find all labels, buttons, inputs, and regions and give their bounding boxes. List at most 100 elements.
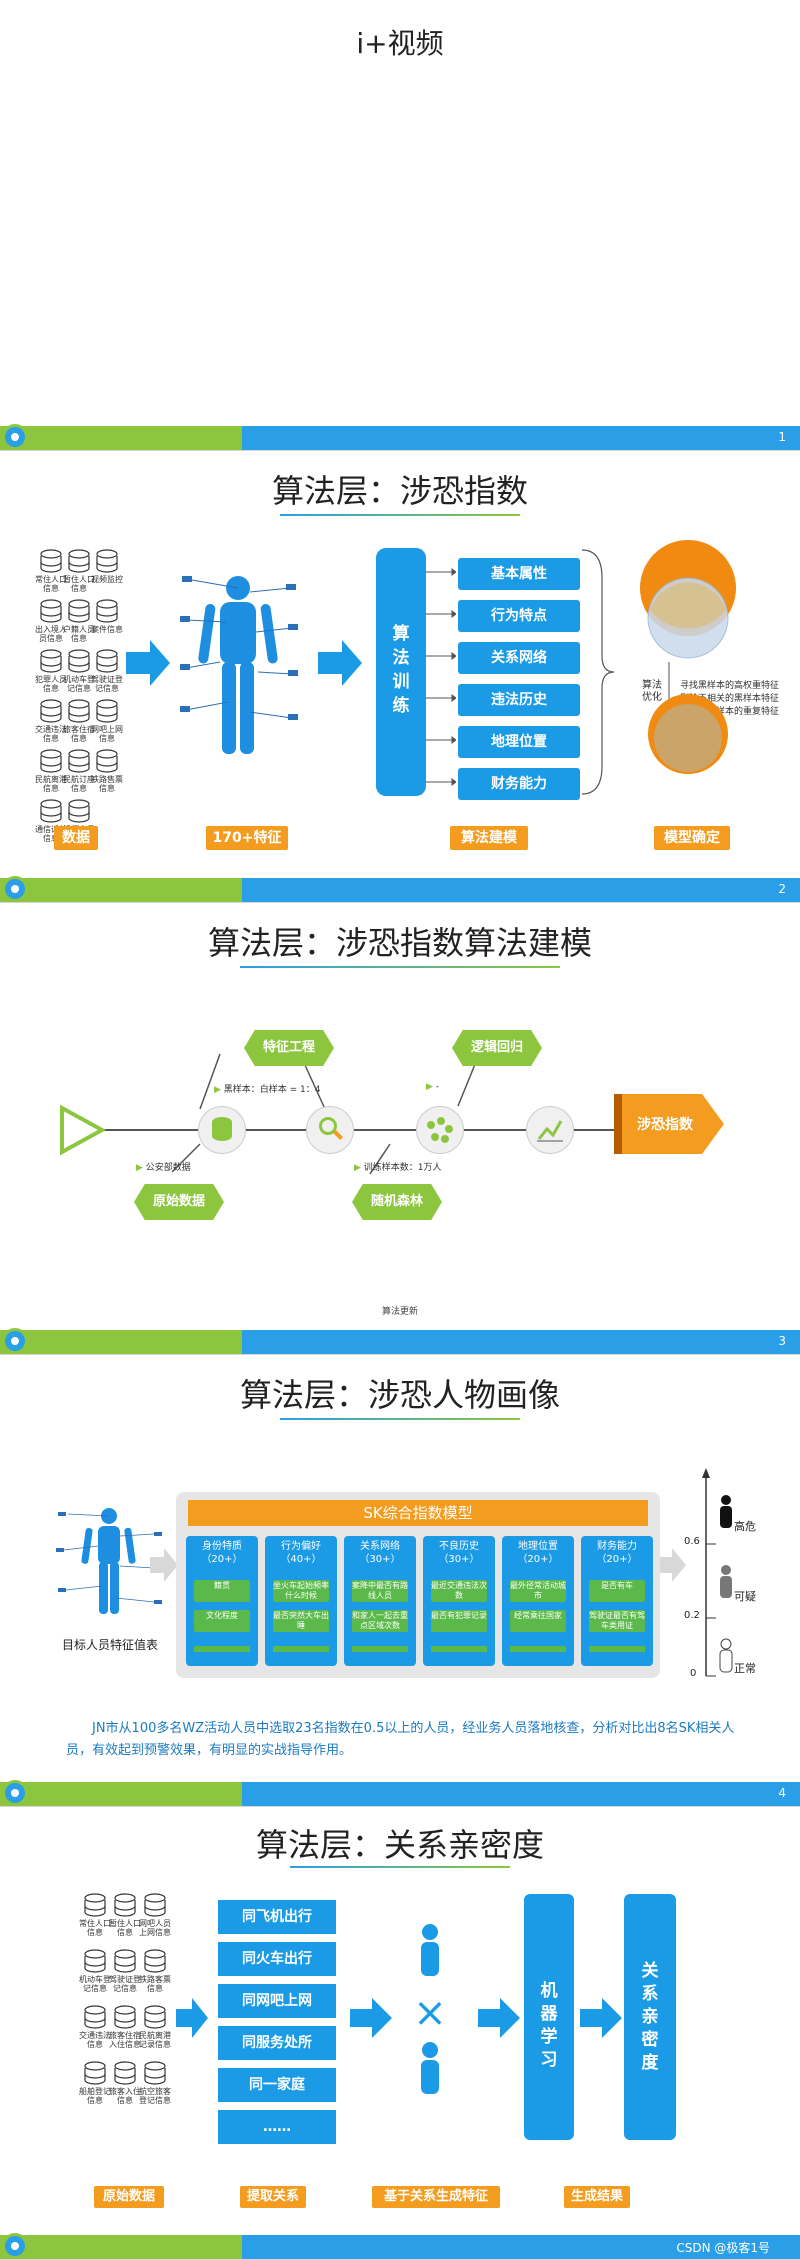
algorithm-training-bar: 算法训练 [376,548,426,796]
database-icon [68,598,90,624]
database-label: 船舶登记信息 [79,2087,111,2105]
connector-lines [426,568,456,786]
database-icon [68,698,90,724]
bottom-tag: 数据 [54,826,98,850]
model-panel: SK综合指数模型 身份特质（20+）籍贯文化程度行为偏好（40+）坐火车起始频率… [176,1492,660,1678]
model-column: 关系网络（30+）案降中最否有路线人员和家人一起去重点区域次数 [344,1536,416,1666]
bracket-icon [581,549,615,795]
result-arrow: 涉恐指数 [614,1094,724,1154]
optimize-text: 寻找黑样本的高权重特征剔除不相关的黑样本特征剔除黑白样本的重复特征 [680,680,798,719]
arrow-right-icon [658,1548,686,1582]
database-icon [84,2060,106,2086]
database-icon [84,1948,106,1974]
relation-box: 同一家庭 [218,2068,336,2102]
column-item: 文化程度 [194,1610,250,1632]
note-dash: ▶ - [426,1082,440,1092]
database-label: 航空旅客登记信息 [139,2087,171,2105]
slide-footer: CSDN @极客1号 [0,2233,800,2259]
level-normal: 正常 [734,1662,756,1675]
database-icon [68,748,90,774]
database-icon [40,548,62,574]
database-icon [96,698,118,724]
normal-person-icon [719,1638,733,1673]
slide-footer: 1 [0,424,800,450]
hex-random-forest: 随机森林 [352,1184,442,1220]
slide-title: i+视频 [356,27,444,60]
hex-logistic-regression: 逻辑回归 [452,1030,542,1066]
hex-raw-data: 原始数据 [134,1184,224,1220]
model-column: 财务能力（20+）是否有车驾驶证最否有驾车类用证 [581,1536,653,1666]
relation-box: 同火车出行 [218,1942,336,1976]
database-icon [40,598,62,624]
model-column: 行为偏好（40+）坐火车起始频率什么时候最否突然大车出睡 [265,1536,337,1666]
column-item: 案降中最否有路线人员 [352,1580,408,1602]
level-suspicious: 可疑 [734,1590,756,1603]
arrow-right-icon [580,1998,622,2038]
logo-icon [2,424,28,450]
feature-box: 违法历史 [458,684,580,716]
arrow-right-icon [176,1998,208,2038]
arrow-right-icon [318,640,362,686]
database-icon [144,1892,166,1918]
level-high: 高危 [734,1520,756,1533]
column-item: 和家人一起去重点区域次数 [352,1610,408,1632]
result-label: 涉恐指数 [637,1117,693,1133]
model-title: SK综合指数模型 [188,1500,648,1526]
database-label: 机动车登记信息 [63,675,95,693]
column-item: 经常乘往国家 [510,1610,566,1632]
hex-links [171,1051,481,1175]
database-icon [114,1892,136,1918]
database-label: 网吧人员上网信息 [139,1919,171,1937]
database-label: 机动车登记信息 [79,1975,111,1993]
database-label: 常住人口信息 [35,575,67,593]
bottom-tag: 模型确定 [654,826,730,850]
relation-intimacy-bar: 关系亲密度 [624,1894,676,2140]
column-head: 地理位置（20+） [517,1541,559,1565]
slide-4: 算法层：涉恐人物画像 目标人员特征值表 SK综合指数模型 身份特质（20+）籍贯… [0,1356,800,1807]
database-icon [114,2060,136,2086]
database-label: 视频监控 [91,575,123,584]
column-bottom-bar [352,1646,408,1652]
scale-label-06: 0.6 [684,1536,700,1547]
database-icon [68,648,90,674]
database-label: 驾驶证登记信息 [91,675,123,693]
database-label: 通信话单信息 [35,825,67,843]
model-column: 身份特质（20+）籍贯文化程度 [186,1536,258,1666]
relation-box: 同网吧上网 [218,1984,336,2018]
database-icon [84,1892,106,1918]
logo-icon [2,2233,28,2259]
title-underline [240,966,560,968]
summary-paragraph: JN市从100多名WZ活动人员中选取23名指数在0.5以上的人员，经业务人员落地… [66,1721,735,1758]
optimize-line: 剔除不相关的黑样本特征 [680,694,780,704]
optimize-label: 算法优化 [642,680,662,703]
hex-feature-engineering: 特征工程 [244,1030,334,1066]
column-head: 财务能力（20+） [596,1541,638,1565]
database-node-icon [198,1106,246,1154]
column-head: 身份特质（20+） [201,1541,243,1565]
relation-box: 同飞机出行 [218,1900,336,1934]
database-icon [96,598,118,624]
bottom-tag: 提取关系 [240,2186,306,2208]
column-bottom-bar [589,1646,645,1652]
scale-label-0: 0 [690,1668,697,1679]
database-label: 交通违法信息 [79,2031,111,2049]
model-circles-icon [640,540,736,774]
feature-box: 关系网络 [458,642,580,674]
bottom-tag: 算法建模 [450,826,528,850]
human-body-icon [180,576,298,754]
feature-box: 基本属性 [458,558,580,590]
cluster-node-icon [416,1106,464,1154]
page-number: 3 [778,1334,786,1348]
database-icon [144,2060,166,2086]
database-label: 民航离港记录信息 [139,2031,171,2049]
database-label: 民航离港信息 [35,775,67,793]
page-number: 1 [778,430,786,444]
feature-box: 财务能力 [458,768,580,800]
machine-learning-label: 机器学习 [540,1981,558,2070]
slide-footer: 3 [0,1328,800,1354]
database-icon [40,748,62,774]
database-label: 案件信息 [91,625,123,634]
optimize-line: 寻找黑样本的高权重特征 [680,681,780,691]
database-icon [144,2004,166,2030]
slide-title: 算法层：关系亲密度 [255,1826,544,1864]
